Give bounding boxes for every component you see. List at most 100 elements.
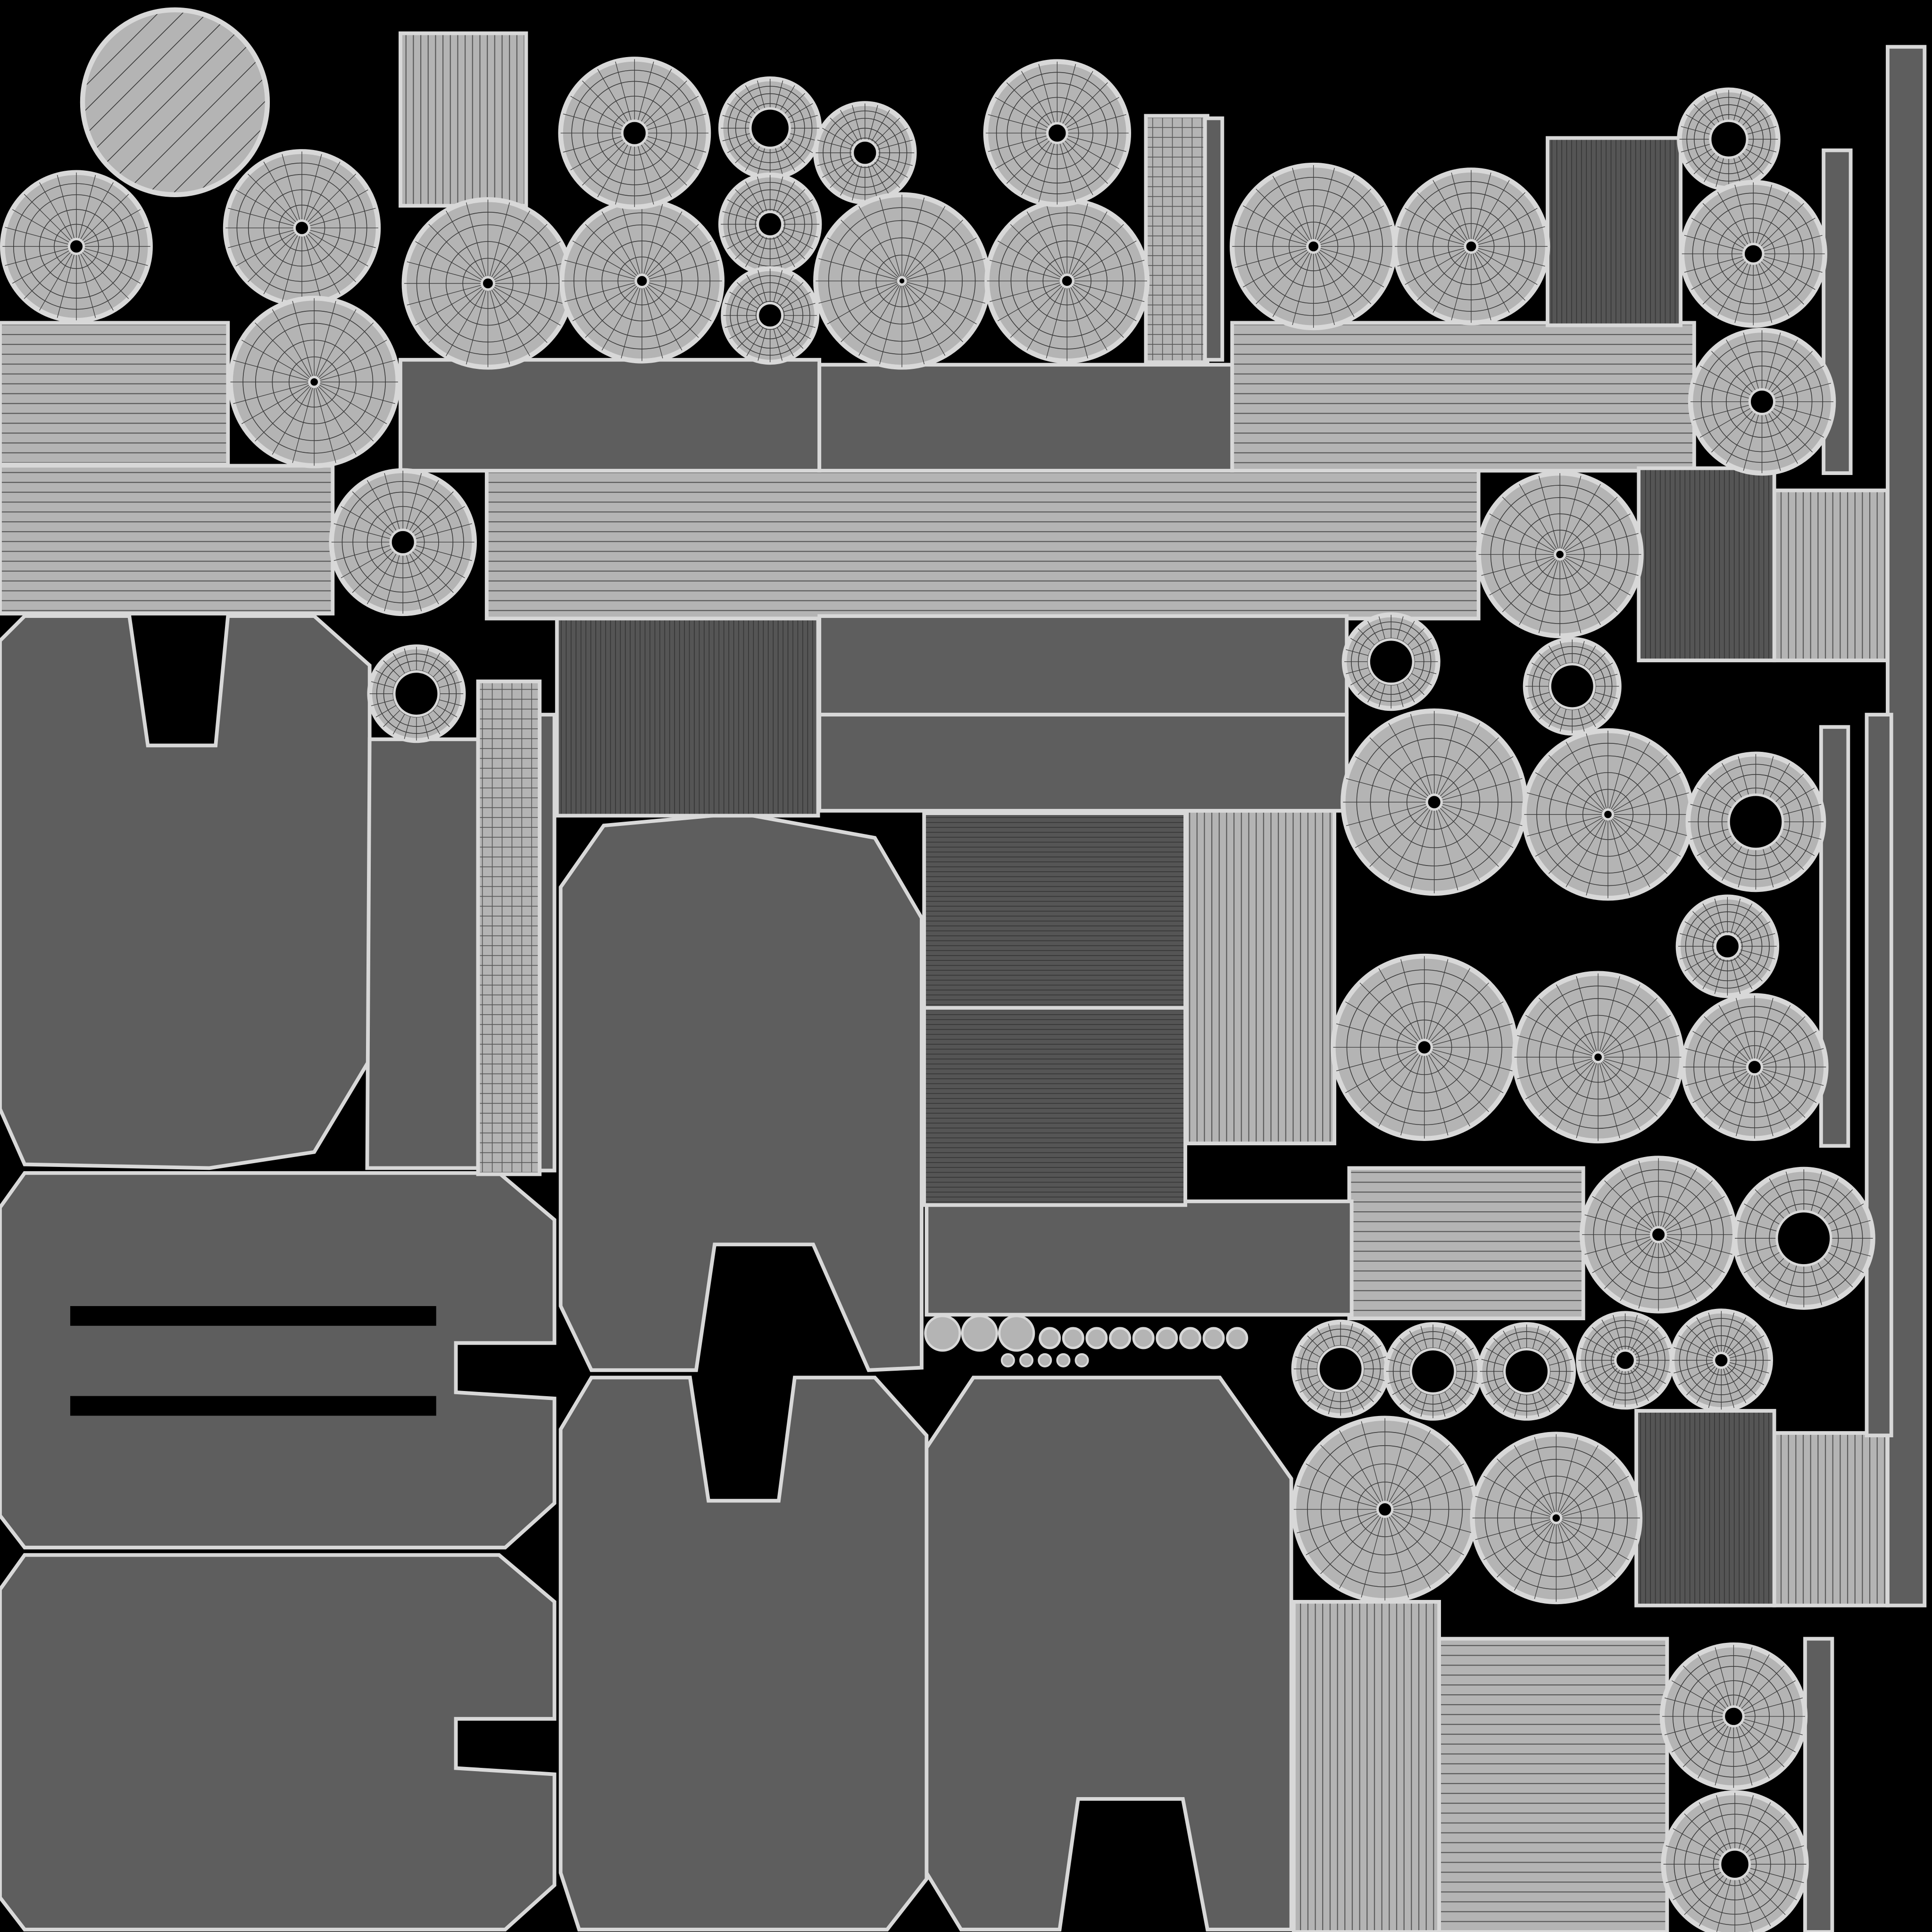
disc-spoke [1711,410,1754,453]
disc-spoke [779,145,795,171]
disc-spoke [1785,1264,1798,1305]
disc-spoke [1755,1257,1785,1288]
disc-spoke [1438,1326,1446,1350]
disc-spoke [1665,1196,1725,1232]
disc-spoke [371,699,395,707]
disc-spoke [1346,803,1427,826]
disc-spoke [1774,383,1832,399]
disc [558,57,711,210]
disc-spoke [1392,1382,1414,1395]
disc-spoke [1742,1721,1796,1753]
disc-spoke [1566,818,1606,887]
disc-spoke [1483,1475,1552,1516]
disc-spoke [1692,1070,1749,1103]
disc-hole [1775,1210,1832,1267]
disc-spoke [1429,983,1489,1042]
disc-spoke [1830,1220,1871,1232]
disc-spoke [879,284,901,365]
disc-spoke [491,288,530,356]
disc-spoke [1738,756,1749,796]
disc-spoke [727,103,753,119]
disc-spoke [1736,911,1763,938]
disc-spoke [1400,959,1423,1041]
disc-spoke [572,283,637,322]
disc-spoke [1664,1698,1724,1715]
disc-hole [1046,122,1068,144]
disc-spoke [1319,248,1392,268]
disc-spoke [1633,1365,1666,1384]
disc-spoke [1772,366,1824,396]
disc-hole [1554,548,1566,561]
disc [1523,637,1622,736]
disc-spoke [1369,807,1430,867]
uv-strip [922,1006,1187,1207]
disc-spoke [1388,1430,1431,1503]
disc-spoke [1769,1178,1791,1215]
disc-spoke [491,210,530,278]
disc-hole [1713,1351,1730,1369]
disc-spoke [1402,681,1415,703]
disc-spoke [1759,1016,1806,1062]
disc-spoke [780,230,813,250]
disc-spoke [646,113,706,130]
disc-spoke [1685,1048,1748,1066]
disc-spoke [1756,184,1773,245]
disc-spoke [1728,1362,1769,1374]
disc [1681,993,1829,1141]
tiny-disc [1056,1353,1071,1367]
dark-panel [0,1171,557,1549]
disc-spoke [1684,256,1744,273]
disc-spoke [735,189,762,216]
disc-spoke [1660,1160,1679,1228]
disc-hole [1549,663,1596,710]
disc-spoke [1746,126,1777,135]
disc-spoke [1749,1845,1804,1861]
disc-spoke [1633,1336,1666,1356]
disc-spoke [1539,701,1557,720]
disc-spoke [1699,1877,1728,1926]
disc-spoke [1560,1475,1629,1516]
disc-spoke [1741,104,1764,126]
disc-spoke [745,234,765,267]
disc-spoke [411,491,454,534]
disc-spoke [1556,1061,1596,1130]
disc-spoke [1399,1387,1418,1405]
disc-spoke [384,554,400,611]
disc-spoke [1397,248,1466,266]
disc-spoke [745,145,761,171]
disc-spoke [305,234,341,294]
disc-spoke [1717,262,1749,316]
disc-spoke [564,282,636,302]
disc-spoke [643,80,687,125]
uv-strip [1865,713,1893,1438]
disc-spoke [1733,92,1742,122]
disc-spoke [1476,249,1538,285]
disc-spoke [1481,533,1556,554]
disc-spoke [1613,1369,1623,1406]
disc-spoke [1704,1072,1750,1118]
disc-spoke [305,161,341,222]
disc-spoke [1514,1392,1522,1417]
disc-spoke [5,248,69,266]
disc-spoke [303,154,322,221]
disc-spoke [1769,1261,1791,1299]
disc-spoke [1810,1171,1822,1212]
disc-spoke [773,236,783,272]
disc-spoke [1782,828,1822,840]
disc [1661,1790,1809,1932]
disc-spoke [758,327,767,361]
disc-spoke [1763,235,1823,252]
disc-spoke [1663,1240,1713,1289]
disc-spoke [1693,104,1716,126]
disc-spoke [415,286,483,326]
disc-spoke [83,227,148,245]
disc [1512,971,1684,1144]
disc-spoke [1428,968,1470,1041]
disc-spoke [1538,559,1559,633]
disc-spoke [1724,1317,1747,1354]
tiny-disc [1109,1327,1132,1349]
disc-spoke [782,227,818,238]
disc-spoke [1782,804,1822,816]
disc-spoke [1535,772,1604,813]
disc-spoke [1742,1802,1771,1852]
